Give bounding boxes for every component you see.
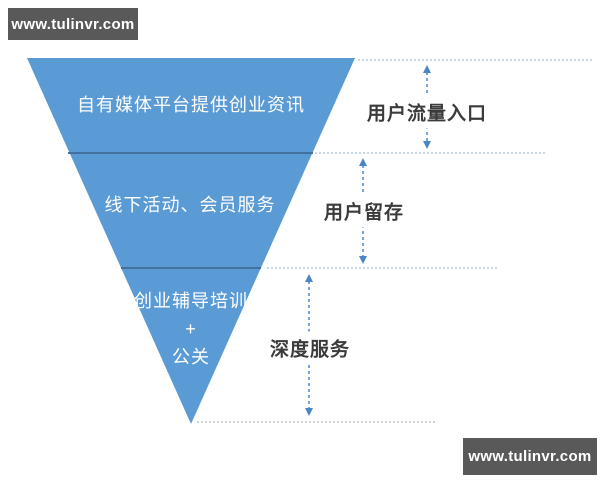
annotation-label-user-retention: 用户留存 xyxy=(318,194,410,228)
watermark-top-left: www.tulinvr.com xyxy=(8,8,138,40)
funnel-section-3-line-2: + xyxy=(185,319,197,339)
funnel-section-label-3: 创业辅导培训 + 公关 xyxy=(91,287,291,371)
annotation-label-deep-service: 深度服务 xyxy=(264,331,356,365)
funnel-section-3-line-3: 公关 xyxy=(172,347,210,367)
annotation-label-traffic-entry: 用户流量入口 xyxy=(361,95,493,129)
funnel-section-label-1: 自有媒体平台提供创业资讯 xyxy=(77,95,305,115)
arrowhead-up-icon xyxy=(305,274,313,282)
funnel-section-3-line-1: 创业辅导培训 xyxy=(134,291,248,311)
funnel-triangle xyxy=(27,58,355,424)
funnel-section-label-2: 线下活动、会员服务 xyxy=(104,195,276,215)
arrowhead-down-icon xyxy=(305,408,313,416)
watermark-bottom-right: www.tulinvr.com xyxy=(463,438,597,475)
arrowhead-down-icon xyxy=(359,256,367,264)
arrowhead-down-icon xyxy=(423,141,431,149)
arrowhead-up-icon xyxy=(359,158,367,166)
arrowhead-up-icon xyxy=(423,65,431,73)
